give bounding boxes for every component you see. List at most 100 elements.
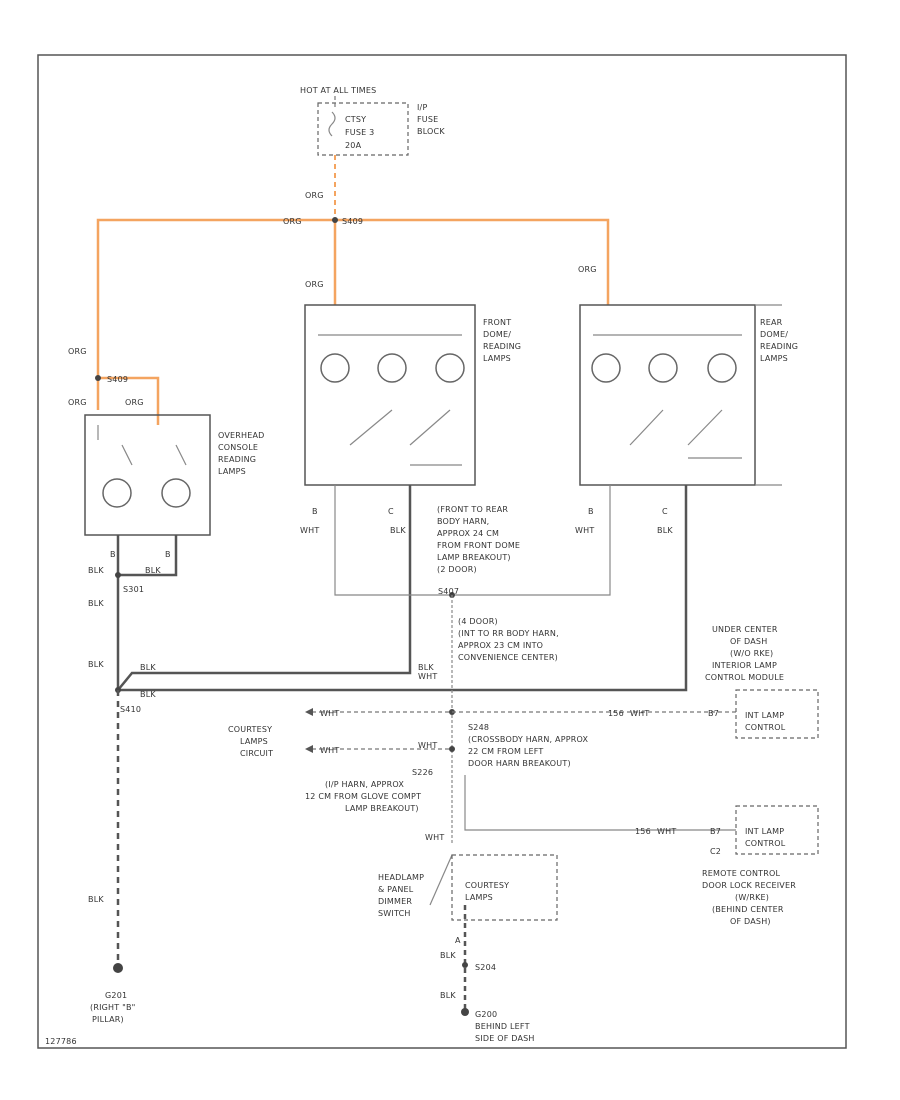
courtesy-switch-label-1: COURTESY <box>465 881 509 890</box>
dimmer-switch-blade <box>429 854 453 906</box>
int-lamp-upper-label-2: CONTROL <box>745 723 786 732</box>
overhead-ground-right <box>118 535 178 577</box>
front-dome-lamp-2 <box>377 353 407 383</box>
front-dome-pin-b: B <box>312 507 318 516</box>
g200-wire-color-1: BLK <box>440 951 456 960</box>
overhead-pin-right: B <box>165 550 171 559</box>
s248-note-1: (CROSSBODY HARN, APPROX <box>468 735 588 744</box>
front-dome-feed-color: ORG <box>305 280 324 289</box>
s226-note-1: (I/P HARN, APPROX <box>325 780 404 789</box>
four-door-note-4: CONVENIENCE CENTER) <box>458 653 558 662</box>
int-lamp-module-upper <box>735 689 819 739</box>
fuse-symbol <box>328 111 336 137</box>
overhead-lamp-left <box>102 478 132 508</box>
overhead-switch-left-blade <box>121 444 133 466</box>
front-dome-label-1: FRONT <box>483 318 511 327</box>
fuse-block-label-1: I/P <box>417 103 427 112</box>
ground-main-color-1: BLK <box>88 599 104 608</box>
splice-s204-dot <box>462 962 468 968</box>
splice-s226-label: S226 <box>412 768 433 777</box>
orange-bus-top <box>96 218 610 410</box>
fuse-block-box <box>317 102 409 156</box>
front-dome-pin-c-color: BLK <box>390 526 406 535</box>
g201-wire-color: BLK <box>88 895 104 904</box>
overhead-ground-color-left: BLK <box>88 566 104 575</box>
headlamp-label-3: DIMMER <box>378 897 412 906</box>
orange-bus-color: ORG <box>283 217 302 226</box>
under-center-4: INTERIOR LAMP <box>712 661 777 670</box>
ground-g201-note-2: PILLAR) <box>92 1015 124 1024</box>
rear-dome-pin-b: B <box>588 507 594 516</box>
rear-dome-box <box>579 304 756 486</box>
front-dome-label-3: READING <box>483 342 521 351</box>
courtesy-wire-color-2: WHT <box>320 746 339 755</box>
overhead-pin-a-color: ORG <box>68 398 87 407</box>
front-dome-label-4: LAMPS <box>483 354 511 363</box>
front-rear-note-4: FROM FRONT DOME <box>437 541 520 550</box>
switch-feed-color: WHT <box>425 833 444 842</box>
headlamp-label-2: & PANEL <box>378 885 414 894</box>
front-dome-lamp-1 <box>320 353 350 383</box>
overhead-pin-left: B <box>110 550 116 559</box>
wire-156-lower: 156 <box>635 827 651 836</box>
rear-dome-label-1: REAR <box>760 318 783 327</box>
s248-note-2: 22 CM FROM LEFT <box>468 747 544 756</box>
rear-ground-wire-color: BLK <box>140 690 156 699</box>
courtesy-circuit-label-1: COURTESY <box>228 725 272 734</box>
splice-left-label: S409 <box>107 375 128 384</box>
diagram-code: 127786 <box>45 1037 77 1046</box>
splice-top-label: S409 <box>342 217 363 226</box>
rear-dome-lamp-1 <box>591 353 621 383</box>
wire-156-upper-color: WHT <box>630 709 649 718</box>
under-center-1: UNDER CENTER <box>712 625 778 634</box>
front-ground-wire-color: BLK <box>140 663 156 672</box>
ground-g201-note-1: (RIGHT "B" <box>90 1003 136 1012</box>
fuse-amperage: 20A <box>345 141 362 150</box>
pin-b7-upper: B7 <box>708 709 719 718</box>
g200-wire-color-2: BLK <box>440 991 456 1000</box>
rear-dome-switch-1 <box>629 409 664 446</box>
overhead-switch-right-blade <box>175 444 187 466</box>
s226-note-2: 12 CM FROM GLOVE COMPT <box>305 792 421 801</box>
int-lamp-lower-label-1: INT LAMP <box>745 827 784 836</box>
front-dome-lamp-3 <box>435 353 465 383</box>
s226-note-3: LAMP BREAKOUT) <box>345 804 419 813</box>
rear-dome-ground-wire <box>118 485 688 692</box>
ground-main-color-2: BLK <box>88 660 104 669</box>
front-rear-note-6: (2 DOOR) <box>437 565 477 574</box>
four-door-note-3: APPROX 23 CM INTO <box>458 641 543 650</box>
courtesy-circuit-label-2: LAMPS <box>240 737 268 746</box>
rear-dome-lamp-3 <box>707 353 737 383</box>
wire-156-lower-color: WHT <box>657 827 676 836</box>
front-rear-note-1: (FRONT TO REAR <box>437 505 508 514</box>
pin-c2-lower: C2 <box>710 847 721 856</box>
int-lamp-upper-label-1: INT LAMP <box>745 711 784 720</box>
ground-g200-note-1: BEHIND LEFT <box>475 1022 530 1031</box>
fuse-block-label-2: FUSE <box>417 115 438 124</box>
ground-g201-label: G201 <box>105 991 127 1000</box>
under-center-2: OF DASH <box>730 637 767 646</box>
front-dome-white-wire <box>334 485 611 596</box>
ground-g200-label: G200 <box>475 1010 497 1019</box>
splice-s301-label: S301 <box>123 585 144 594</box>
overhead-pin-b-color: ORG <box>125 398 144 407</box>
fuse-block-label-3: BLOCK <box>417 127 445 136</box>
ground-g200-note-2: SIDE OF DASH <box>475 1034 535 1043</box>
remote-label-3: (W/RKE) <box>735 893 769 902</box>
overhead-feed-color: ORG <box>68 347 87 356</box>
courtesy-wire-color-1: WHT <box>320 709 339 718</box>
hot-label: HOT AT ALL TIMES <box>300 86 376 95</box>
int-lamp-lower-label-2: CONTROL <box>745 839 786 848</box>
rear-dome-pin-c-color: BLK <box>657 526 673 535</box>
splice-left-dot <box>95 375 101 381</box>
ground-g200-symbol <box>461 1008 469 1016</box>
rear-dome-label-3: READING <box>760 342 798 351</box>
courtesy-switch-box <box>451 854 558 921</box>
overhead-label-3: READING <box>218 455 256 464</box>
int-lamp-module-lower <box>735 805 819 855</box>
rear-dome-label-2: DOME/ <box>760 330 788 339</box>
overhead-label-2: CONSOLE <box>218 443 258 452</box>
splice-top-dot <box>332 217 338 223</box>
four-door-note-1: (4 DOOR) <box>458 617 498 626</box>
